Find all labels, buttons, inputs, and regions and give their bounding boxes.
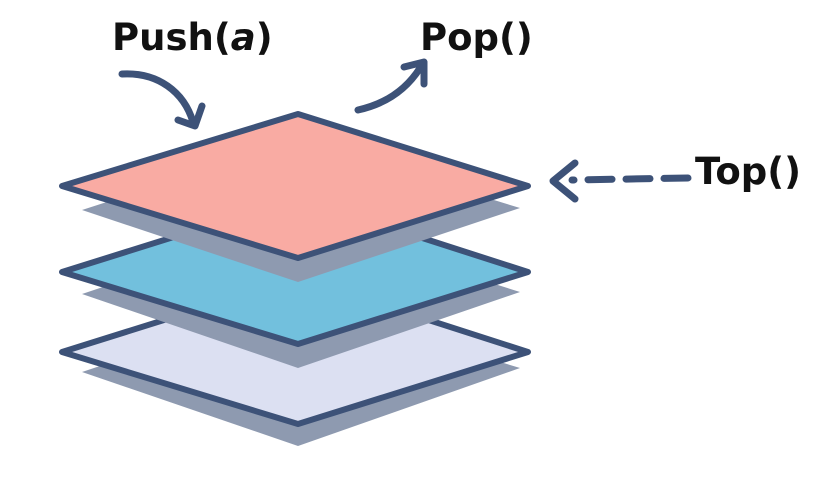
top-label: Top() bbox=[695, 150, 801, 193]
stack-layer-top-plate bbox=[59, 111, 531, 261]
stack-layer-top bbox=[59, 111, 531, 282]
top-arrow-icon bbox=[549, 159, 692, 203]
push-arrow-icon bbox=[118, 70, 206, 130]
pop-label: Pop() bbox=[420, 16, 533, 59]
push-label: Push(a) bbox=[112, 16, 273, 59]
pop-arrow-icon bbox=[354, 58, 428, 114]
